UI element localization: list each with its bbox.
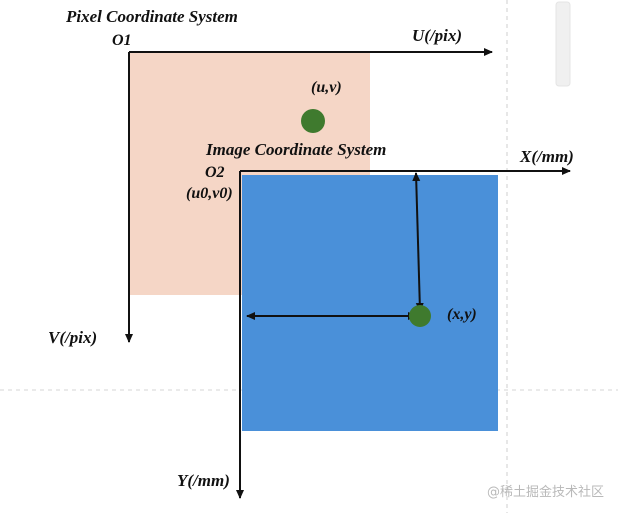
pixel-system-title: Pixel Coordinate System [65, 7, 238, 26]
image-point-label: (x,y) [447, 306, 477, 323]
x-axis-label: X(/mm) [519, 147, 574, 166]
image-system-title: Image Coordinate System [205, 140, 386, 159]
image-origin-label: O2 [205, 164, 225, 181]
pixel-point-dot [301, 109, 325, 133]
watermark: @稀土掘金技术社区 [487, 484, 604, 500]
image-plane [242, 175, 498, 431]
u-axis-label: U(/pix) [412, 26, 462, 45]
scrollbar-thumb[interactable] [555, 1, 571, 87]
pixel-origin-label: O1 [112, 32, 132, 49]
y-distance-arrow [412, 172, 424, 312]
y-axis-label: Y(/mm) [177, 471, 230, 490]
v-axis-label: V(/pix) [48, 328, 97, 347]
pixel-point-label: (u,v) [311, 79, 342, 96]
image-origin-coords-label: (u0,v0) [186, 185, 233, 202]
image-point-dot [409, 305, 431, 327]
